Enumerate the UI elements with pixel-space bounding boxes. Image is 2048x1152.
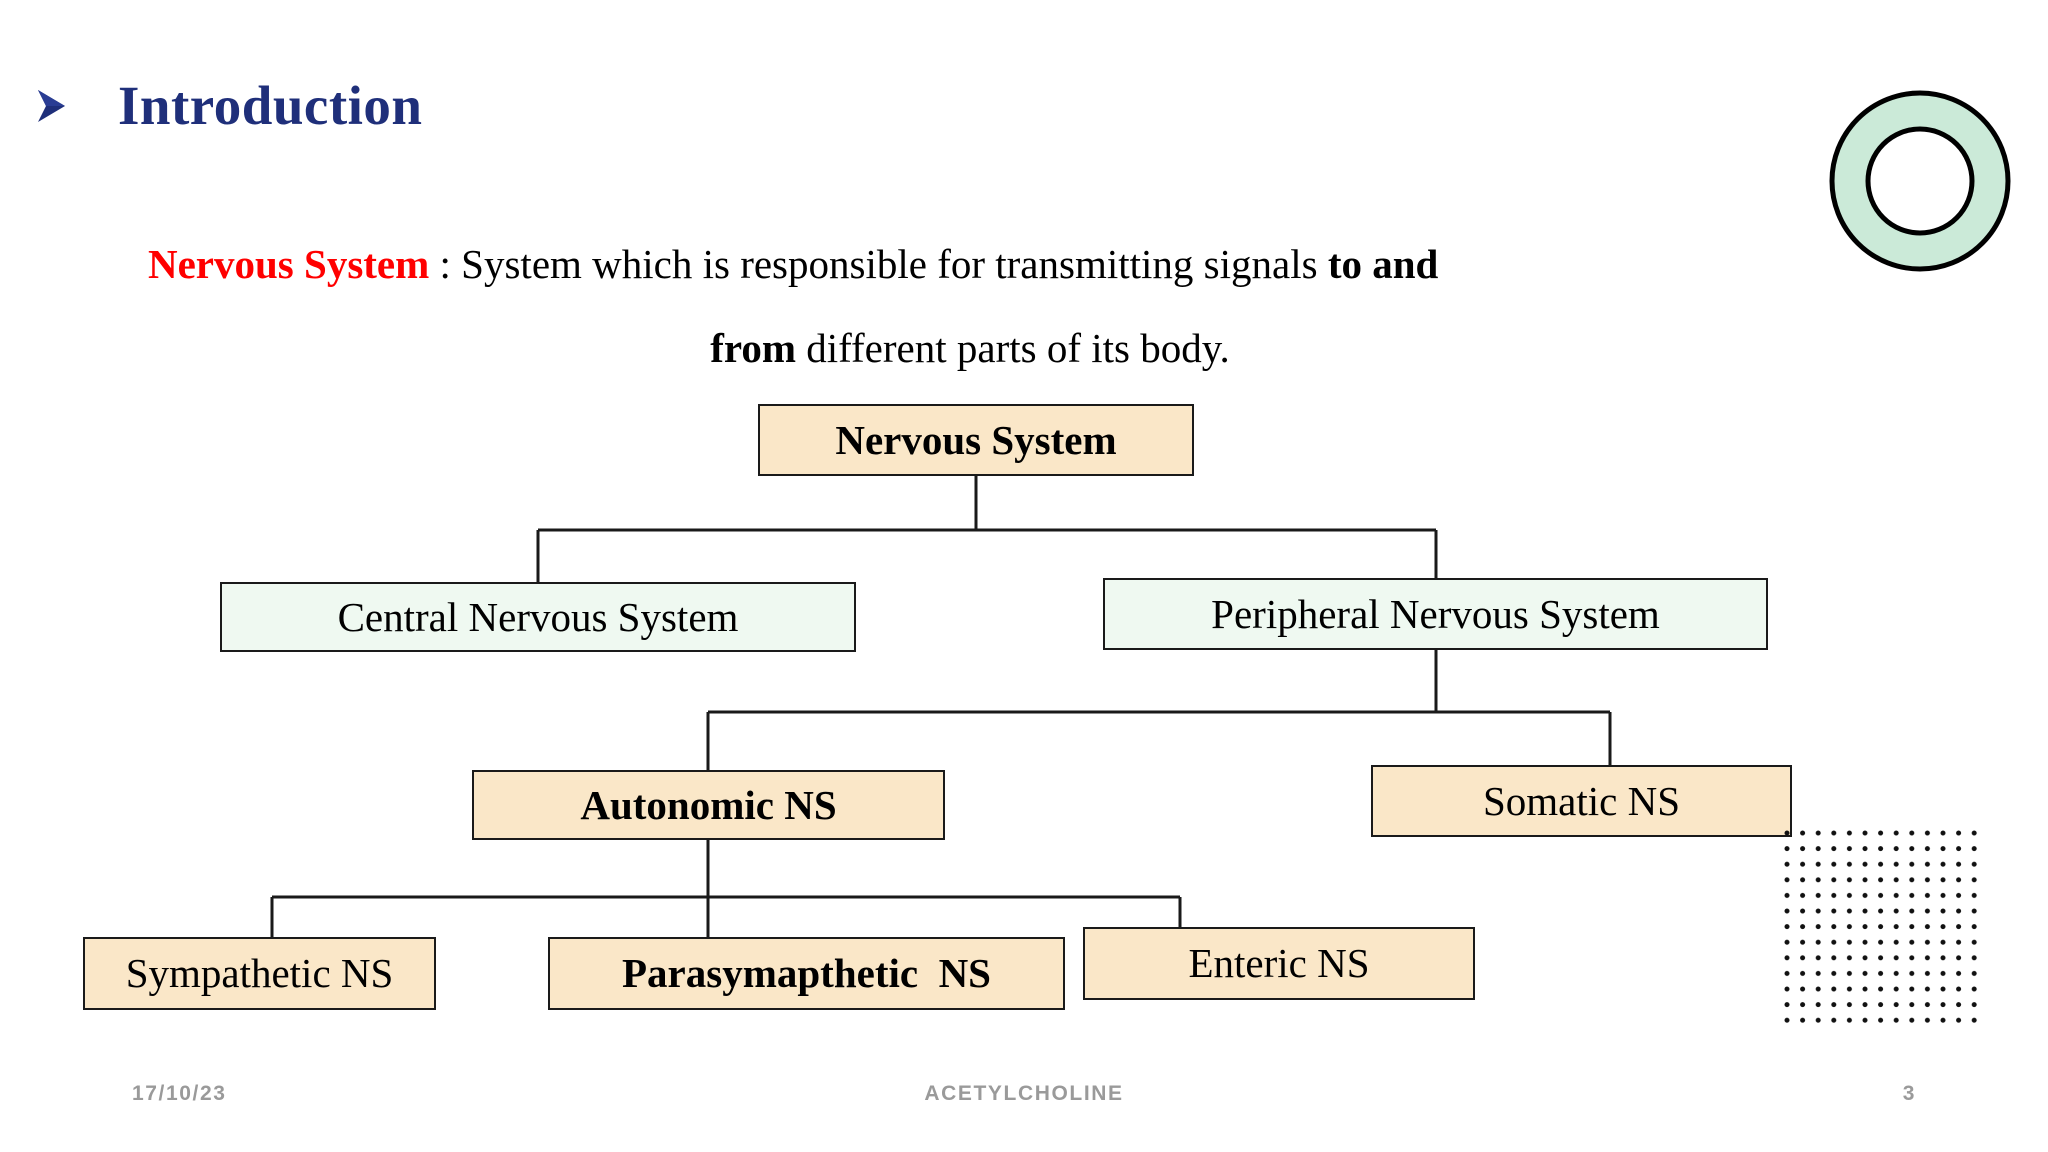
footer-subject: ACETYLCHOLINE: [924, 1082, 1124, 1105]
definition-term: Nervous System: [148, 241, 430, 287]
flowchart-node-parasympathetic-ns[interactable]: Parasymapthetic NS: [548, 937, 1065, 1010]
flowchart-node-enteric-ns[interactable]: Enteric NS: [1083, 927, 1475, 1000]
flowchart-node-central-nervous-system[interactable]: Central Nervous System: [220, 582, 856, 652]
definition-line1-rest: : System which is responsible for transm…: [429, 241, 1328, 287]
definition-paragraph: Nervous System : System which is respons…: [140, 222, 1800, 390]
footer-page-number: 3: [1902, 1082, 1916, 1105]
definition-line2-bold: from: [710, 325, 796, 371]
definition-line-2: from different parts of its body.: [140, 306, 1800, 390]
arrow-bullet-icon: [38, 89, 65, 122]
ring-decoration-icon: [1829, 90, 2011, 272]
footer-date: 17/10/23: [132, 1082, 227, 1105]
definition-line2-rest: different parts of its body.: [795, 325, 1230, 371]
flowchart-node-somatic-ns[interactable]: Somatic NS: [1371, 765, 1792, 837]
definition-line1-bold: to and: [1327, 241, 1439, 287]
dot-grid-decoration: [1784, 830, 1984, 1030]
definition-line-1: Nervous System : System which is respons…: [140, 222, 1800, 306]
slide-footer: 17/10/23 ACETYLCHOLINE 3: [0, 1082, 2048, 1122]
slide-title-row: Introduction: [34, 78, 423, 133]
page-title: Introduction: [118, 75, 423, 136]
flowchart-node-peripheral-nervous-system[interactable]: Peripheral Nervous System: [1103, 578, 1768, 650]
flowchart-node-autonomic-ns[interactable]: Autonomic NS: [472, 770, 945, 840]
flowchart-node-sympathetic-ns[interactable]: Sympathetic NS: [83, 937, 436, 1010]
flowchart-node-nervous-system[interactable]: Nervous System: [758, 404, 1194, 476]
